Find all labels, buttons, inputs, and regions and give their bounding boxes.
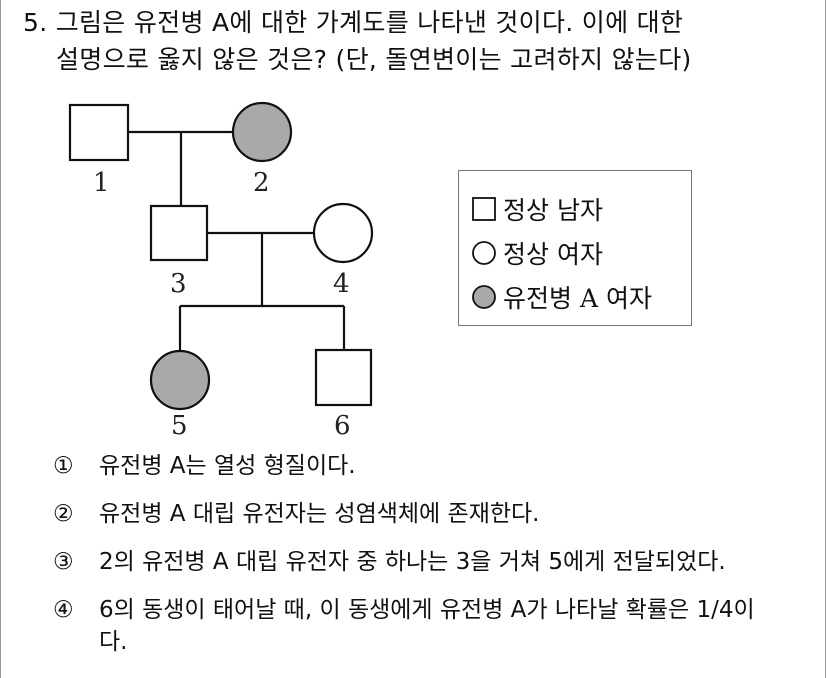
option-1[interactable]: ① 유전병 A는 열성 형질이다. [53,450,759,482]
member-label-4: 4 [333,269,350,299]
filled-circle-icon [472,285,496,309]
pedigree-legend: 정상 남자 정상 여자 유전병 A 여자 [458,170,692,326]
option-4[interactable]: ④ 6의 동생이 태어날 때, 이 동생에게 유전병 A가 나타날 확률은 1/… [53,594,759,658]
option-3-text: 2의 유전병 A 대립 유전자 중 하나는 3을 거쳐 5에게 전달되었다. [99,549,726,575]
member-label-5: 5 [171,411,188,441]
question-line-1: 5. 그림은 유전병 A에 대한 가계도를 나타낸 것이다. 이에 대한 [23,8,684,37]
legend-row-normal-male: 정상 남자 [471,187,691,231]
legend-label-normal-female: 정상 여자 [503,240,603,269]
member-4-female-circle [312,202,374,264]
option-3-number: ③ [53,549,74,575]
member-label-3: 3 [170,269,187,299]
option-3[interactable]: ③ 2의 유전병 A 대립 유전자 중 하나는 3을 거쳐 5에게 전달되었다. [53,546,759,578]
option-4-text: 6의 동생이 태어날 때, 이 동생에게 유전병 A가 나타날 확률은 1/4이… [99,597,755,655]
option-2-text: 유전병 A 대립 유전자는 성염색체에 존재한다. [99,501,540,527]
legend-label-affected-female: 유전병 A 여자 [503,284,652,313]
square-icon [472,197,496,221]
option-2-number: ② [53,501,74,527]
member-label-2: 2 [253,168,270,198]
question-line-2: 설명으로 옳지 않은 것은? (단, 돌연변이는 고려하지 않는다) [56,45,692,74]
member-2-affected-female-circle [231,101,293,163]
circle-icon [472,241,496,265]
member-3-male-square [149,204,209,262]
pedigree-chart: 1 2 3 4 5 6 [68,101,374,441]
legend-row-affected-female: 유전병 A 여자 [471,275,691,319]
legend-label-normal-male: 정상 남자 [503,196,603,225]
member-label-6: 6 [334,411,351,441]
answer-options: ① 유전병 A는 열성 형질이다. ② 유전병 A 대립 유전자는 성염색체에 … [53,450,759,674]
member-5-affected-female-circle [149,349,211,411]
legend-row-normal-female: 정상 여자 [471,231,691,275]
member-1-male-square [68,103,130,162]
option-1-number: ① [53,453,74,479]
option-1-text: 유전병 A는 열성 형질이다. [99,453,356,479]
option-4-number: ④ [53,597,74,623]
option-2[interactable]: ② 유전병 A 대립 유전자는 성염색체에 존재한다. [53,498,759,530]
member-label-1: 1 [93,168,110,198]
member-6-male-square [314,348,373,407]
question-stem: 5. 그림은 유전병 A에 대한 가계도를 나타낸 것이다. 이에 대한 설명으… [23,4,692,78]
